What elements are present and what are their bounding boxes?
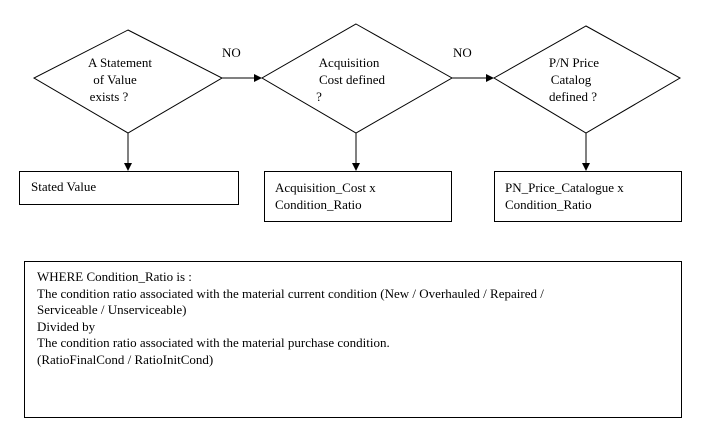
no-label-1: NO: [222, 45, 241, 60]
result-1-line-1: Stated Value: [31, 179, 97, 194]
result-stated-value: Stated Value: [19, 171, 239, 205]
svg-text:?: ?: [316, 89, 322, 104]
svg-text:Catalog: Catalog: [551, 72, 592, 87]
svg-text:Cost defined: Cost defined: [319, 72, 386, 87]
result-2-line-2: Condition_Ratio: [275, 197, 362, 212]
decision-1-line-2: of Value: [93, 72, 137, 87]
decision-pn-price-catalog: P/N Price Catalog defined ?: [493, 25, 682, 134]
note-line-6: (RatioFinalCond / RatioInitCond): [37, 351, 214, 367]
note-line-1: WHERE Condition_Ratio is :: [37, 269, 192, 284]
decision-3-line-1: P/N Price: [549, 55, 599, 70]
svg-text:Acquisition: Acquisition: [319, 55, 380, 70]
result-pn-price-catalogue: PN_Price_Catalogue x Condition_Ratio: [494, 171, 682, 222]
condition-ratio-note: WHERE Condition_Ratio is : The condition…: [24, 261, 682, 418]
decision-2-line-3: ?: [316, 89, 322, 104]
note-line-2: The condition ratio associated with the …: [37, 285, 544, 301]
result-3-line-2: Condition_Ratio: [505, 197, 592, 212]
svg-text:A Statement: A Statement: [88, 55, 152, 70]
result-acquisition-cost: Acquisition_Cost x Condition_Ratio: [264, 171, 452, 222]
note-line-5: The condition ratio associated with the …: [37, 335, 390, 351]
no-label-2: NO: [453, 45, 472, 60]
decision-statement-of-value: A Statement of Value exists ?: [32, 29, 224, 134]
decision-1-line-3: exists ?: [90, 89, 129, 104]
svg-text:exists ?: exists ?: [90, 89, 129, 104]
note-line-4: Divided by: [37, 318, 96, 334]
decision-1-line-1: A Statement: [88, 55, 152, 70]
decision-2-line-1: Acquisition: [319, 55, 380, 70]
decision-3-line-3: defined ?: [549, 89, 597, 104]
svg-text:P/N Price: P/N Price: [549, 55, 599, 70]
decision-2-line-2: Cost defined: [319, 72, 386, 87]
decision-3-line-2: Catalog: [551, 72, 592, 87]
result-2-line-1: Acquisition_Cost x: [275, 180, 376, 195]
note-line-3: Serviceable / Unserviceable): [37, 302, 187, 318]
svg-text:of Value: of Value: [93, 72, 137, 87]
decision-acquisition-cost: Acquisition Cost defined ?: [261, 23, 454, 134]
svg-text:defined ?: defined ?: [549, 89, 597, 104]
result-3-line-1: PN_Price_Catalogue x: [505, 180, 624, 195]
